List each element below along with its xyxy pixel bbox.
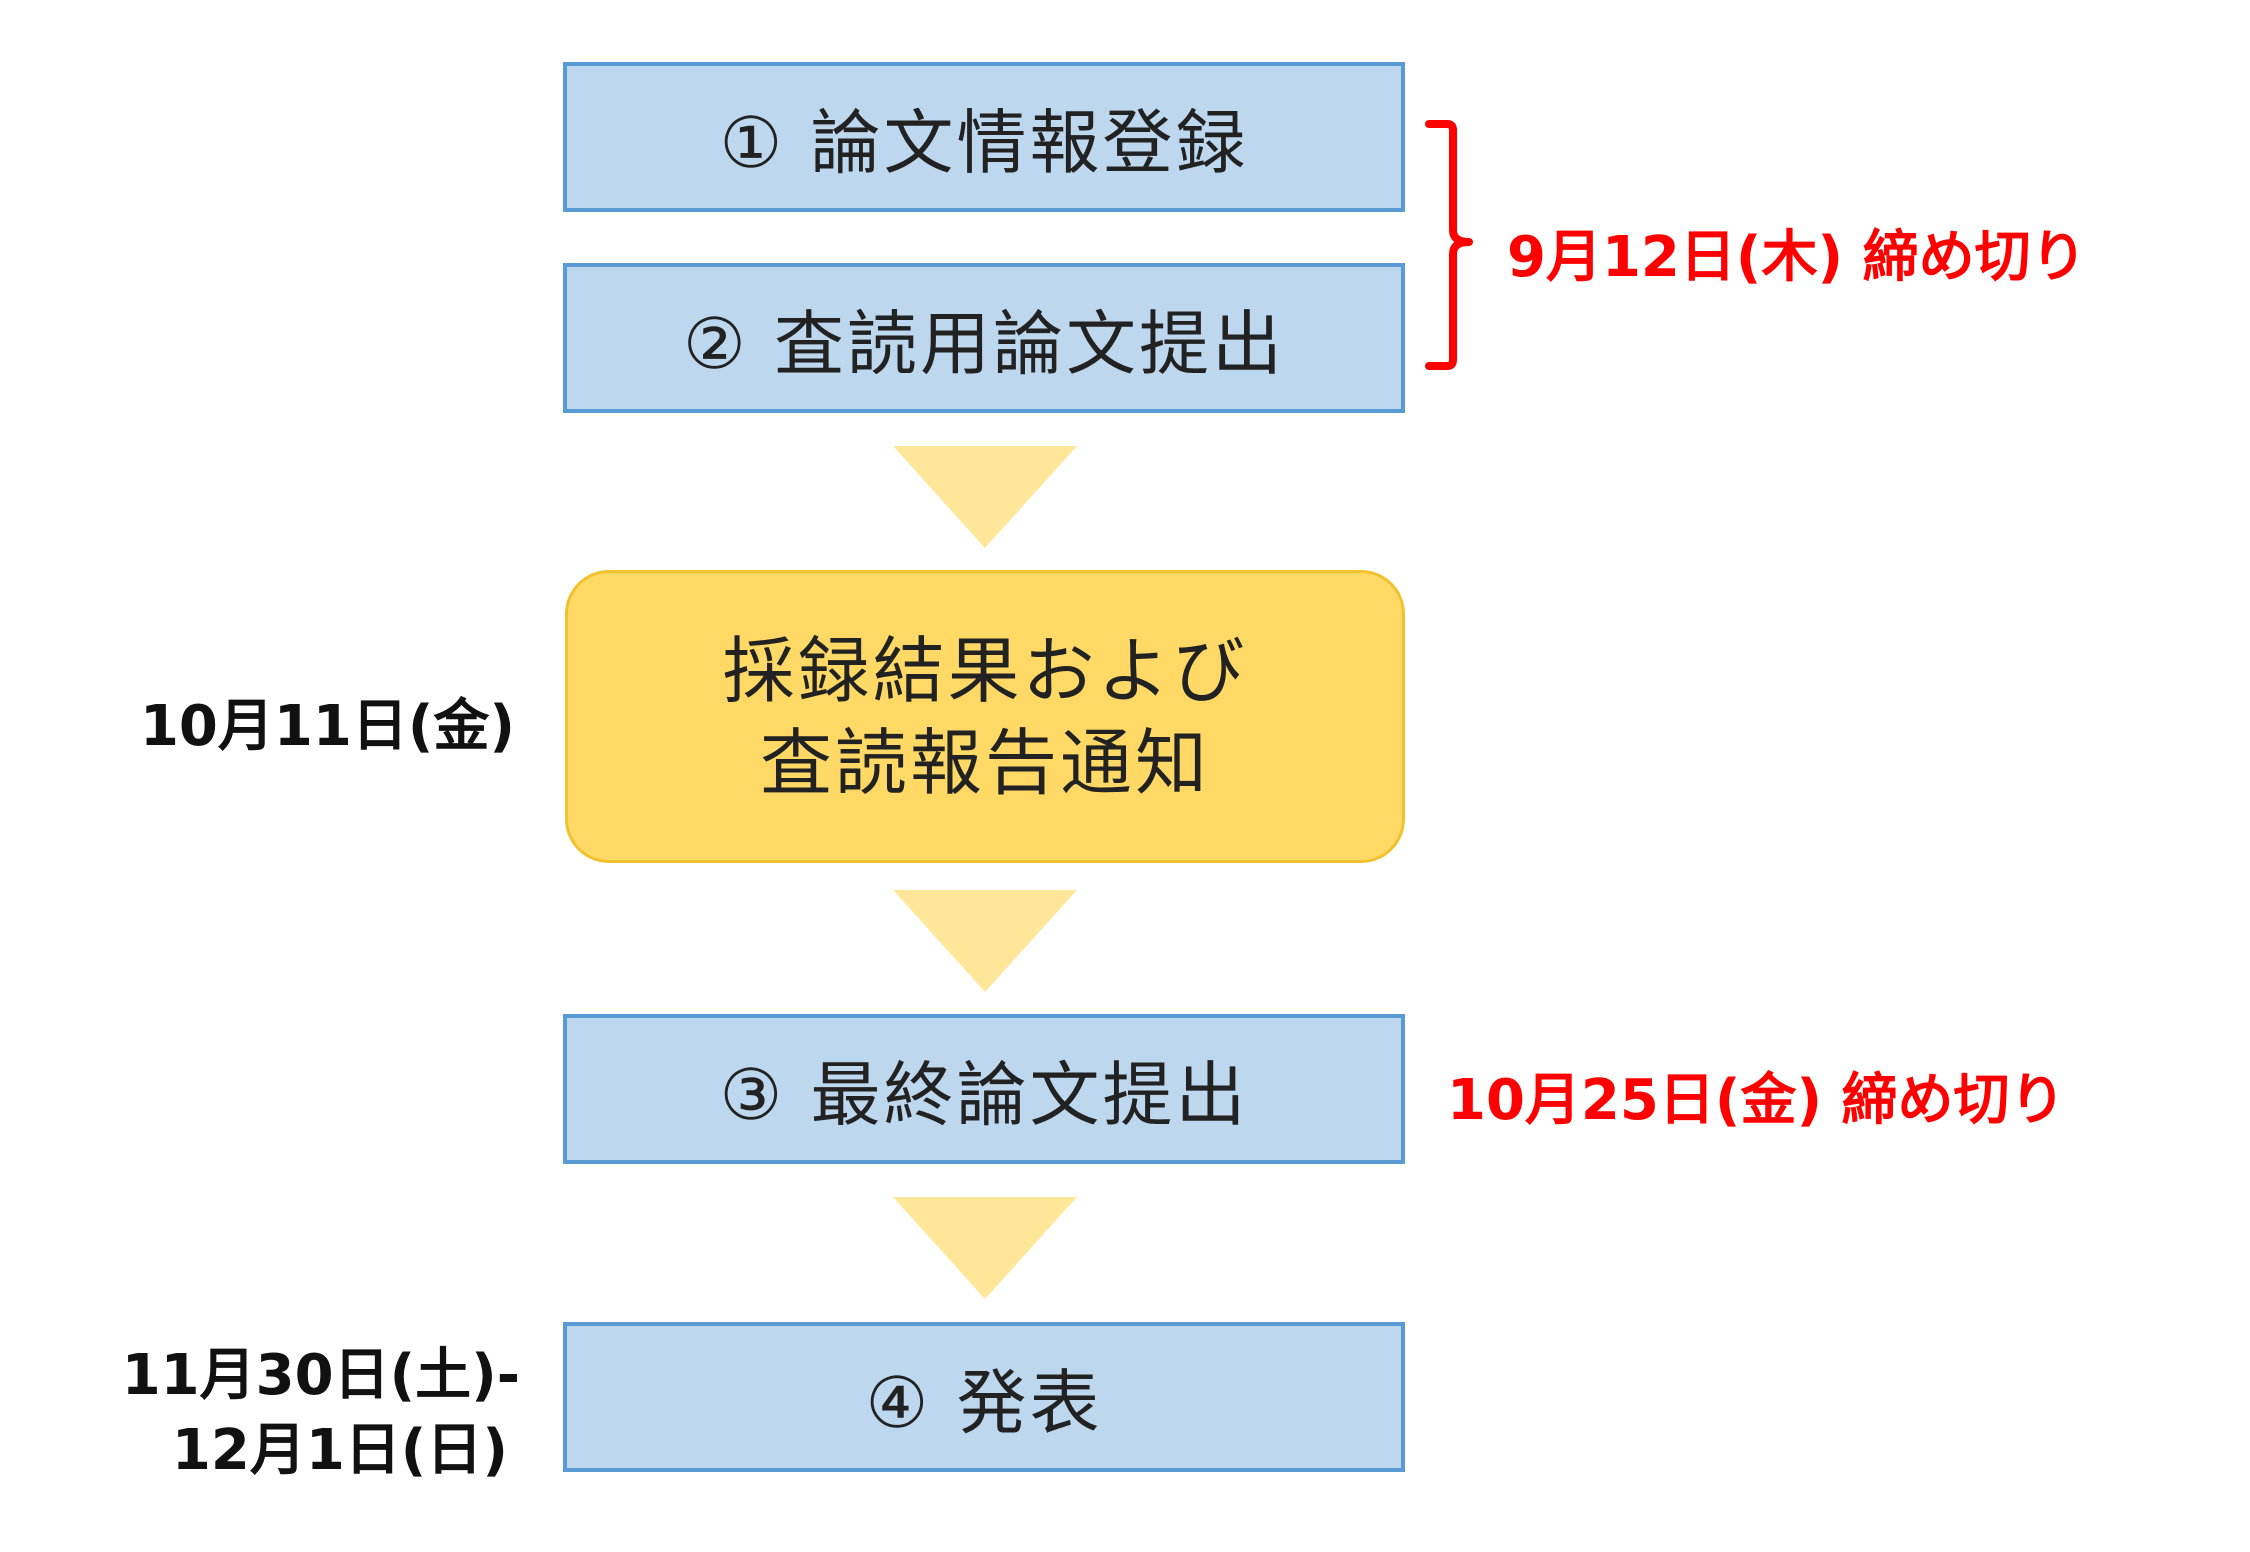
- arrow-down-icon: [893, 446, 1077, 548]
- notice-line-2: 査読報告通知: [759, 720, 1210, 805]
- presentation-date-start: 11月30日(土)-: [121, 1343, 520, 1408]
- arrow-down-icon: [893, 1197, 1077, 1299]
- arrow-down-icon: [893, 890, 1077, 992]
- notice-box: 採録結果および 査読報告通知: [565, 570, 1405, 863]
- step-1-box: ① 論文情報登録: [563, 62, 1405, 212]
- first-deadline: 9月12日(木) 締め切り: [1507, 225, 2087, 290]
- step-1-label: ① 論文情報登録: [719, 101, 1249, 184]
- step-3-box: ③ 最終論文提出: [563, 1014, 1405, 1164]
- step-4-label: ④ 発表: [865, 1361, 1103, 1444]
- step-2-box: ② 査読用論文提出: [563, 263, 1405, 413]
- step-2-label: ② 査読用論文提出: [682, 302, 1285, 385]
- presentation-date-end: 12月1日(日): [171, 1418, 508, 1483]
- step-4-box: ④ 発表: [563, 1322, 1405, 1472]
- notice-line-1: 採録結果および: [722, 628, 1248, 713]
- deadline-bracket: [1425, 120, 1473, 370]
- final-deadline: 10月25日(金) 締め切り: [1447, 1068, 2066, 1133]
- step-3-label: ③ 最終論文提出: [719, 1053, 1249, 1136]
- notice-date: 10月11日(金): [139, 694, 515, 759]
